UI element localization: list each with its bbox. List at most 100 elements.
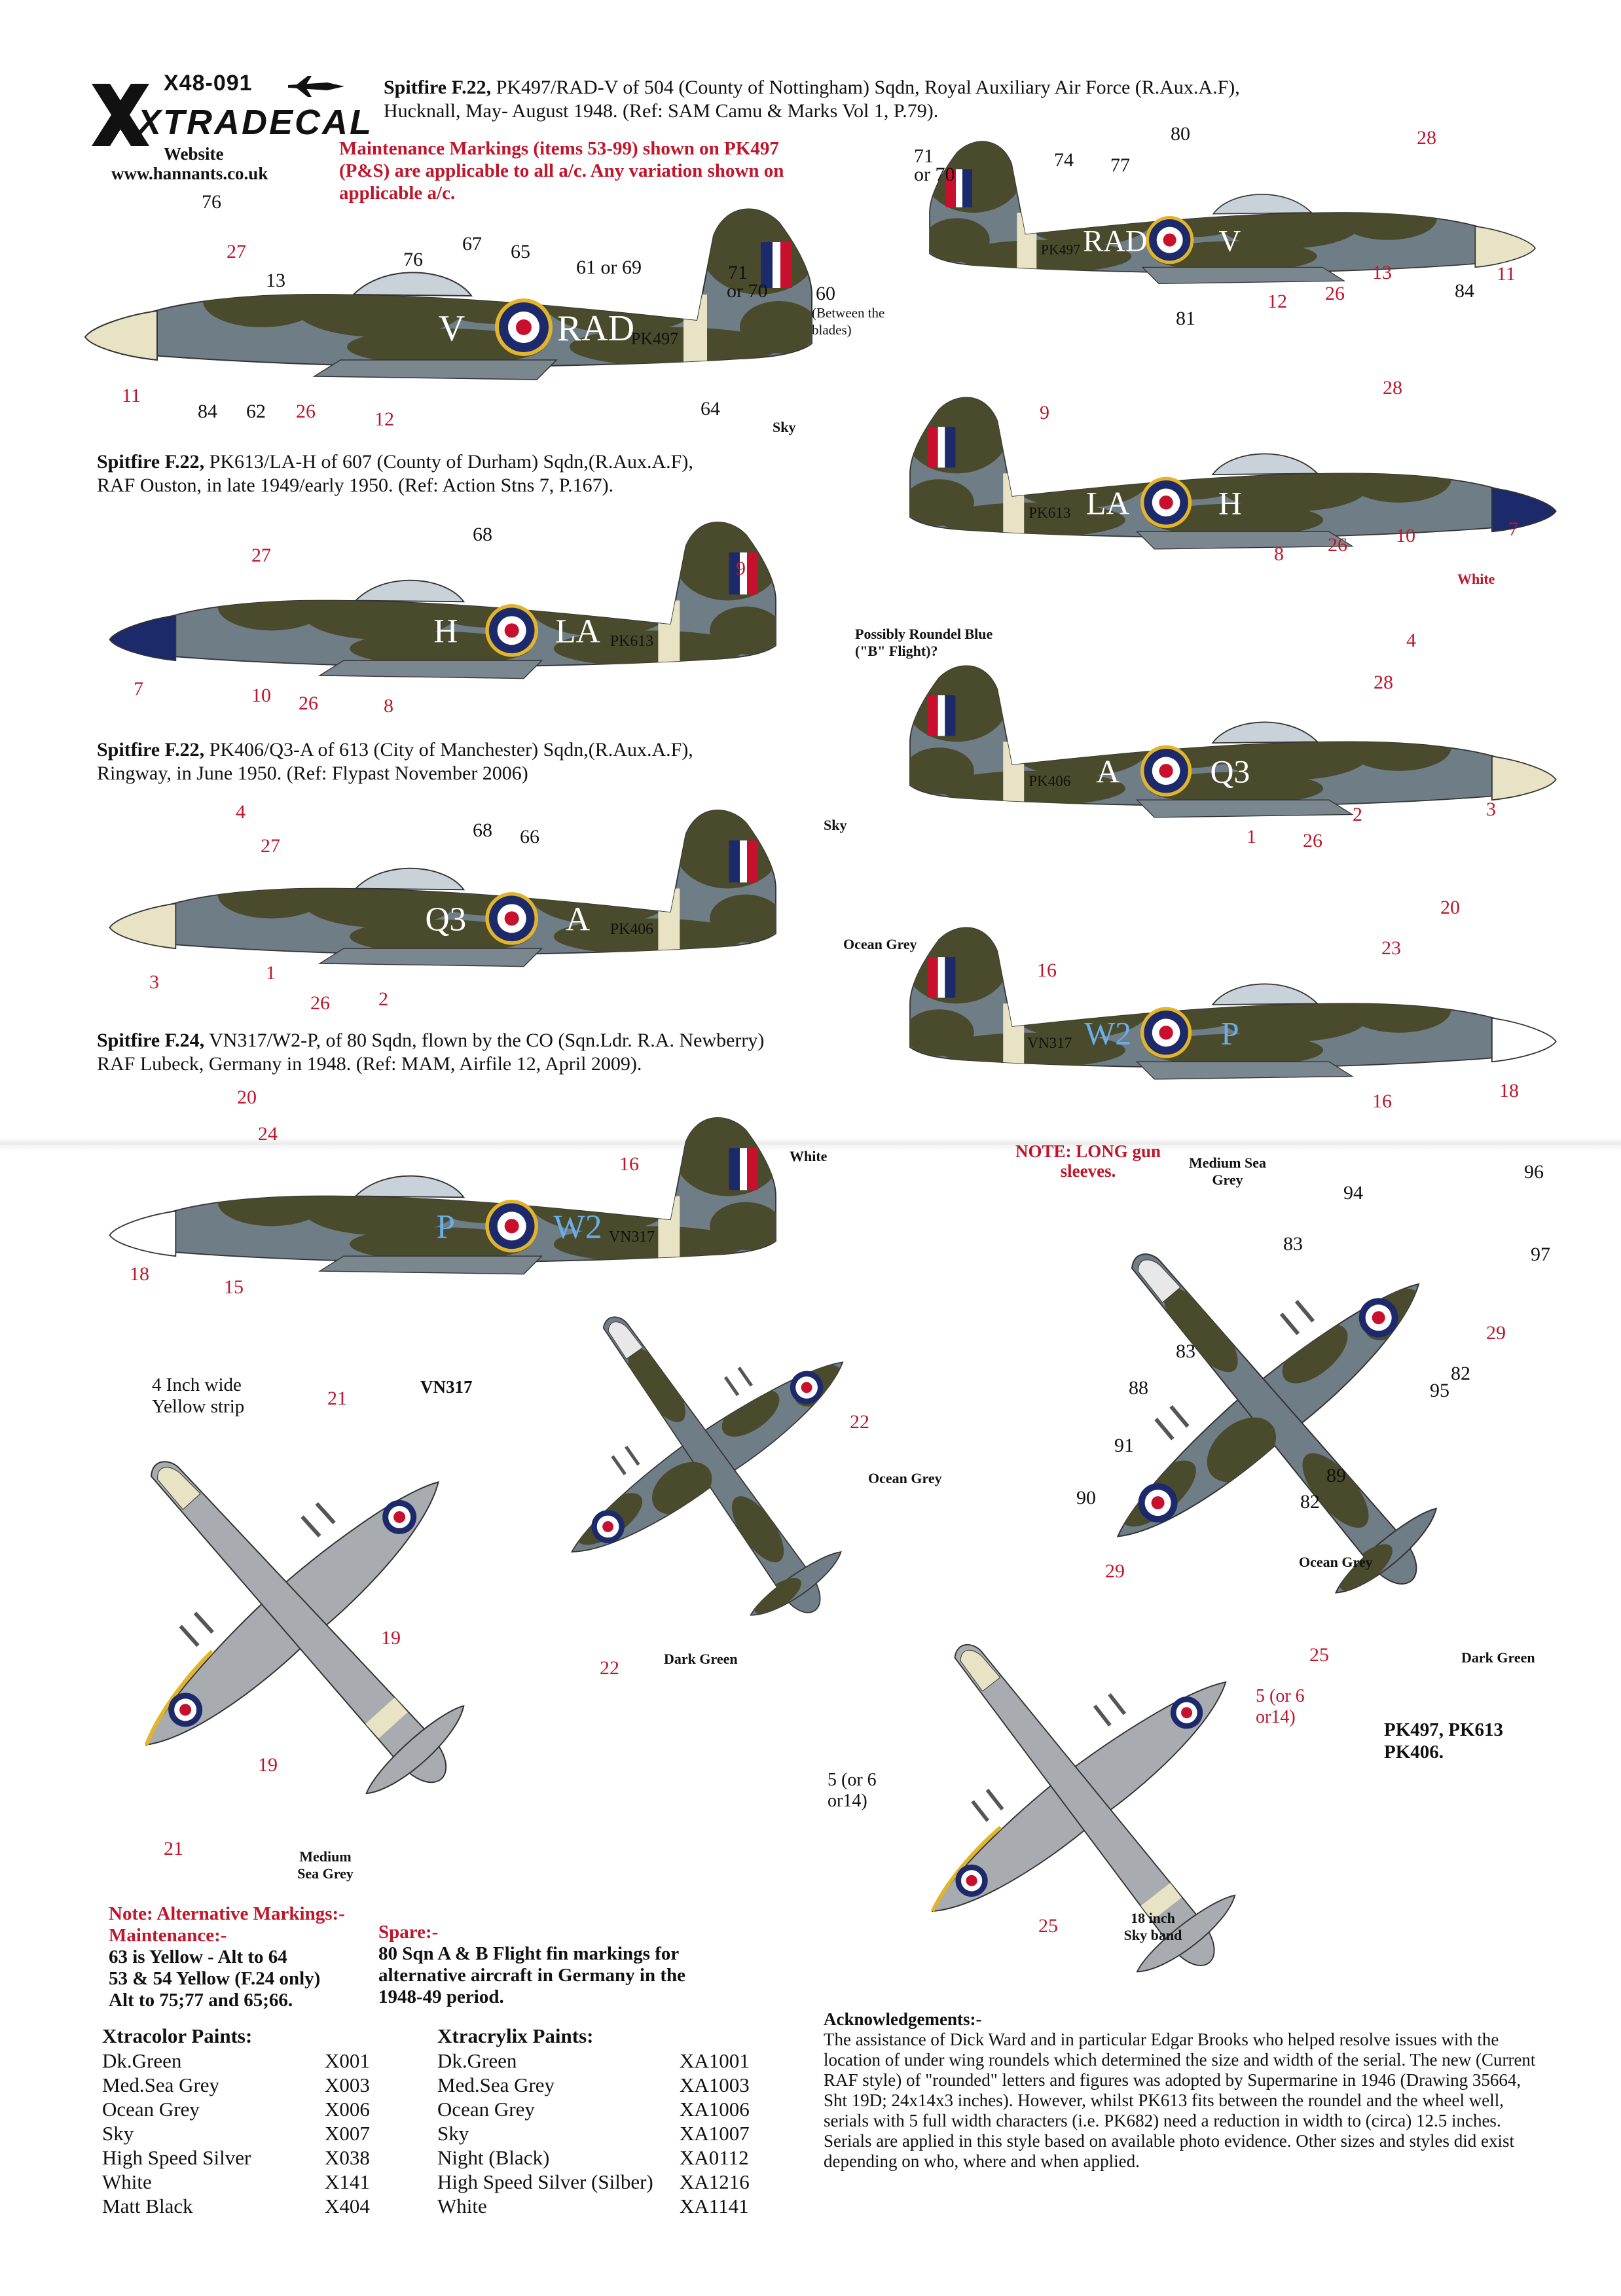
label-medium-sea-grey-1: Medium Sea Grey <box>1189 1155 1266 1188</box>
product-code: X48-091 <box>164 71 253 96</box>
callout-number: 11 <box>1497 263 1516 285</box>
callout-number: 71 <box>914 145 934 167</box>
paint-name: Ocean Grey <box>437 2098 535 2121</box>
callout-number: 26 <box>296 401 316 422</box>
callout-number: 28 <box>1417 127 1436 149</box>
paint-code: XA1141 <box>680 2195 749 2217</box>
serial-text: VN317 <box>609 1229 655 1246</box>
callout-number: 89 <box>1326 1465 1346 1486</box>
paint-name: Matt Black <box>102 2195 193 2217</box>
paint-name: Sky <box>102 2122 134 2145</box>
callout-number: 22 <box>600 1657 619 1679</box>
fuselage-code-right: H <box>1218 486 1242 522</box>
callout-number: 16 <box>619 1153 639 1175</box>
callout-number: 76 <box>403 249 423 270</box>
serial-text: PK406 <box>610 921 653 938</box>
callout-number: 66 <box>520 826 539 848</box>
paint-code: X003 <box>325 2073 370 2096</box>
callout-number: 61 or 69 <box>576 257 642 278</box>
fuselage-code-right: Q3 <box>1210 754 1250 790</box>
callout-number: 19 <box>258 1754 278 1776</box>
label-white-fin: White <box>1457 571 1495 587</box>
website-url[interactable]: www.hannants.co.uk <box>111 164 268 183</box>
callout-number: 2 <box>1353 804 1362 825</box>
paint-row: White XA1141 <box>437 2194 778 2218</box>
xtracolor-title: Xtracolor Paints: <box>102 2024 253 2047</box>
paint-name: White <box>102 2170 152 2193</box>
paint-code: XA0112 <box>680 2146 749 2169</box>
paint-name: White <box>437 2195 487 2217</box>
fuselage-code-left: P <box>437 1209 456 1246</box>
serial-text: PK406 <box>1029 772 1070 789</box>
callout-number: 19 <box>381 1627 401 1649</box>
callout-number: 74 <box>1054 149 1074 171</box>
callout-number: or 70 <box>914 164 955 185</box>
callout-number: 60 <box>816 283 835 304</box>
label-five-or-six-2: 5 (or 6 or14) <box>828 1770 877 1811</box>
fuselage-code-right: RAD <box>557 308 634 349</box>
callout-number: 91 <box>1114 1435 1134 1456</box>
paint-code: XA1216 <box>680 2170 750 2193</box>
fuselage-code-right: P <box>1221 1016 1239 1052</box>
callout-number: 9 <box>736 558 746 579</box>
plan-vn317-upper <box>570 1316 844 1616</box>
fuselage-code-right: W2 <box>553 1209 602 1246</box>
acknowledgements-title: Acknowledgements:- <box>824 2009 982 2029</box>
callout-number: 8 <box>1274 543 1284 565</box>
callout-number: 29 <box>1486 1322 1506 1344</box>
callout-number: 29 <box>1105 1560 1125 1582</box>
label-medium-sea-grey-2: Medium Sea Grey <box>297 1848 354 1882</box>
callout-number: 77 <box>1110 154 1130 176</box>
paint-name: Dk.Green <box>102 2049 182 2072</box>
callout-number: 15 <box>224 1276 244 1298</box>
spare-title: Spare:- <box>378 1922 439 1943</box>
callout-number: 22 <box>850 1411 869 1433</box>
callout-number: 26 <box>310 992 330 1014</box>
label-sky-band: 18 inch Sky band <box>1123 1910 1182 1943</box>
plan-pk-upper <box>1116 1253 1438 1594</box>
paint-name: Med.Sea Grey <box>102 2073 220 2096</box>
callout-number: 26 <box>1303 830 1322 852</box>
paint-code: X038 <box>325 2146 370 2169</box>
callout-number: 26 <box>1325 283 1345 304</box>
paint-name: Night (Black) <box>437 2146 550 2169</box>
paint-name: Dk.Green <box>437 2049 517 2072</box>
callout-number: 26 <box>299 692 318 714</box>
maintenance-note: Maintenance Markings (items 53-99) shown… <box>339 138 784 204</box>
callout-number: 68 <box>473 524 492 545</box>
callout-number: or 70 <box>727 280 768 302</box>
alt-markings-line1: 63 is Yellow - Alt to 64 <box>109 1946 287 1967</box>
spare-text: 80 Sqn A & B Flight fin markings for alt… <box>378 1943 685 2007</box>
label-sky-1: Sky <box>773 419 796 435</box>
callout-number: 23 <box>1381 937 1401 959</box>
fuselage-code-left: W2 <box>1084 1016 1131 1052</box>
callout-number: 21 <box>164 1838 183 1859</box>
callout-number: 82 <box>1451 1363 1470 1384</box>
acknowledgements: Acknowledgements:- The assistance of Dic… <box>824 2009 1537 2172</box>
spare-note: Spare:- 80 Sqn A & B Flight fin markings… <box>378 1922 693 2008</box>
callout-number: 11 <box>122 385 141 406</box>
serial-text: VN317 <box>1027 1034 1072 1051</box>
callout-number: 27 <box>261 835 280 857</box>
callout-number: 13 <box>266 270 285 291</box>
callout-number: 3 <box>149 971 159 993</box>
callout-number: 20 <box>237 1086 257 1108</box>
paint-code: XA1003 <box>680 2073 750 2096</box>
callout-number: 4 <box>236 801 246 823</box>
callout-number: 1 <box>1247 826 1256 848</box>
paint-name: Med.Sea Grey <box>437 2073 555 2096</box>
callout-number: 12 <box>374 408 394 430</box>
callout-number: 9 <box>1040 402 1049 423</box>
callout-number: 7 <box>134 678 143 700</box>
callout-number: 27 <box>227 241 246 262</box>
plan-vn317-underside <box>144 1461 465 1795</box>
